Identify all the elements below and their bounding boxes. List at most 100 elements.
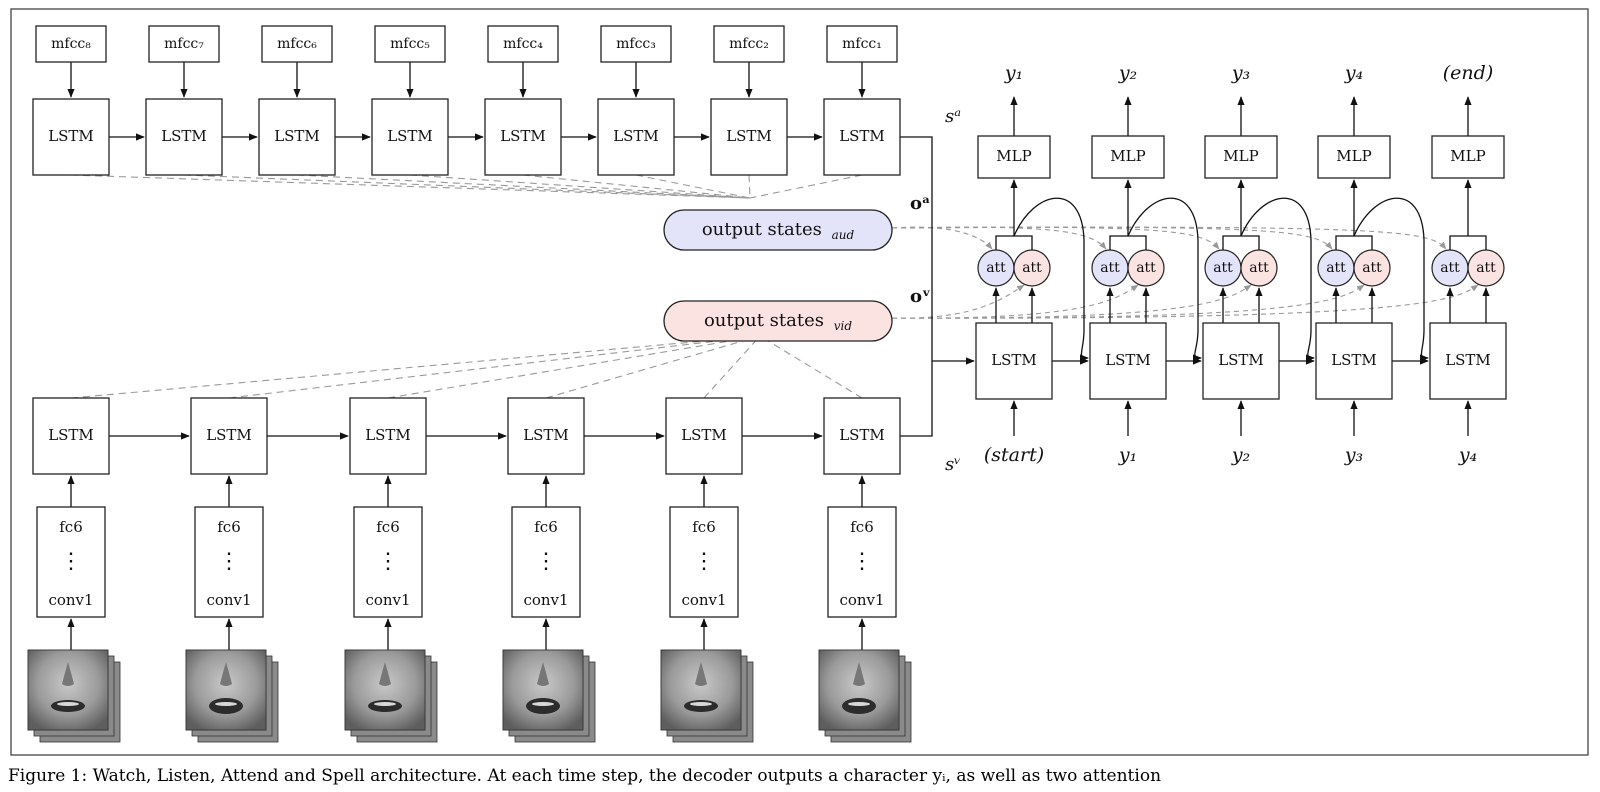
audio-states-to-attention — [891, 226, 993, 250]
video-lstm-label: LSTM — [206, 426, 252, 444]
cnn-box — [353, 506, 423, 618]
decoder-lstm-label: LSTM — [1445, 351, 1491, 369]
decoder-lstm-cell — [975, 322, 1053, 400]
cnn-dots-label: ⋮ — [535, 549, 557, 574]
mfcc-label: mfcc₁ — [842, 36, 882, 52]
cnn-dots-label: ⋮ — [693, 549, 715, 574]
mfcc-box — [600, 25, 672, 63]
cnn-bottom-label: conv1 — [681, 591, 726, 609]
audio-lstm-cell — [32, 98, 110, 176]
mlp-label: MLP — [1223, 147, 1258, 165]
svg-text:output states aud: output states aud — [702, 219, 855, 242]
mlp-box — [1317, 135, 1391, 179]
audio-states-to-attention — [891, 226, 1333, 250]
decoder-output-label: y₃ — [1231, 62, 1250, 84]
context-to-next-lstm — [1240, 197, 1315, 362]
audio-to-states-link — [409, 174, 751, 199]
video-lstm-label: LSTM — [523, 426, 569, 444]
mfcc-label: mfcc₂ — [729, 36, 769, 52]
mlp-box — [977, 135, 1051, 179]
decoder-output-label: y₁ — [1004, 62, 1023, 84]
mfcc-box — [35, 25, 107, 63]
video-attention-label: att — [1136, 260, 1156, 276]
mfcc-label: mfcc₆ — [277, 36, 317, 52]
attention-combine — [995, 235, 1033, 250]
video-to-states-link — [759, 335, 863, 399]
cnn-bottom-label: conv1 — [365, 591, 410, 609]
cnn-bottom-label: conv1 — [206, 591, 251, 609]
decoder-lstm-cell — [1202, 322, 1280, 400]
audio-lstm-label: LSTM — [274, 127, 320, 145]
video-attention-label: att — [1476, 260, 1496, 276]
audio-attention-label: att — [986, 260, 1006, 276]
nodes: mfcc₈LSTMmfcc₇LSTMmfcc₆LSTMmfcc₅LSTMmfcc… — [27, 25, 1507, 743]
cnn-top-label: fc6 — [376, 518, 400, 536]
attention-dashed-links — [70, 174, 1479, 399]
mlp-box — [1204, 135, 1278, 179]
attention-combine — [1335, 235, 1373, 250]
context-to-next-lstm — [1127, 197, 1202, 362]
video-attention-label: att — [1362, 260, 1382, 276]
face-teeth — [57, 702, 79, 706]
video-attention-node — [1013, 249, 1051, 287]
audio-states-to-attention — [891, 226, 1107, 250]
video-states-to-attention — [891, 284, 1252, 319]
video-output-states-sub: vid — [834, 319, 853, 333]
decoder-input-label: (start) — [984, 444, 1044, 466]
audio-states-to-attention — [891, 226, 1447, 250]
face-teeth — [848, 702, 870, 706]
audio-to-states-link — [748, 174, 751, 199]
context-to-next-lstm — [1353, 197, 1429, 362]
audio-lstm-label: LSTM — [48, 127, 94, 145]
context-to-next-lstm — [1013, 197, 1089, 362]
audio-output-states-label: output states — [702, 219, 822, 240]
cnn-dots-label: ⋮ — [377, 549, 399, 574]
video-lstm-cell — [190, 397, 268, 475]
cnn-bottom-label: conv1 — [839, 591, 884, 609]
decoder-input-label: y₁ — [1118, 444, 1137, 466]
svg-text:output states vid: output states vid — [704, 310, 852, 333]
video-attention-node — [1240, 249, 1278, 287]
face-nose — [537, 662, 549, 686]
cnn-top-label: fc6 — [59, 518, 83, 536]
audio-lstm-cell — [371, 98, 449, 176]
mfcc-label: mfcc₇ — [164, 36, 204, 52]
attention-combine — [1109, 235, 1147, 250]
cnn-box — [669, 506, 739, 618]
cnn-top-label: fc6 — [217, 518, 241, 536]
decoder-lstm-cell — [1089, 322, 1167, 400]
video-lstm-label: LSTM — [365, 426, 411, 444]
video-states-to-attention — [891, 284, 1365, 319]
video-to-states-link — [703, 335, 761, 399]
audio-lstm-cell — [597, 98, 675, 176]
video-lstm-label: LSTM — [681, 426, 727, 444]
decoder-lstm-cell — [1429, 322, 1507, 400]
audio-to-states-link — [522, 174, 751, 199]
cnn-bottom-label: conv1 — [523, 591, 568, 609]
face-nose — [853, 662, 865, 686]
audio-lstm-label: LSTM — [387, 127, 433, 145]
figure-caption: Figure 1: Watch, Listen, Attend and Spel… — [8, 766, 1162, 786]
audio-lstm-label: LSTM — [500, 127, 546, 145]
face-nose — [695, 662, 707, 686]
decoder-lstm-label: LSTM — [991, 351, 1037, 369]
video-lstm-cell — [32, 397, 110, 475]
cnn-box — [511, 506, 581, 618]
decoder-lstm-label: LSTM — [1331, 351, 1377, 369]
video-lstm-cell — [349, 397, 427, 475]
audio-output-states: output states aud — [663, 209, 893, 251]
mlp-box — [1431, 135, 1505, 179]
video-lstm-label: LSTM — [48, 426, 94, 444]
audio-to-states-link — [296, 174, 751, 199]
video-to-states-link — [387, 335, 761, 399]
decoder-output-label: y₄ — [1344, 62, 1363, 84]
audio-lstm-label: LSTM — [613, 127, 659, 145]
figure-frame — [10, 8, 1589, 756]
decoder-input-label: y₂ — [1231, 444, 1250, 466]
attention-combine — [1222, 235, 1260, 250]
mlp-label: MLP — [996, 147, 1031, 165]
decoder-input-label: y₃ — [1344, 444, 1363, 466]
audio-attention-label: att — [1100, 260, 1120, 276]
decoder-lstm-label: LSTM — [1218, 351, 1264, 369]
